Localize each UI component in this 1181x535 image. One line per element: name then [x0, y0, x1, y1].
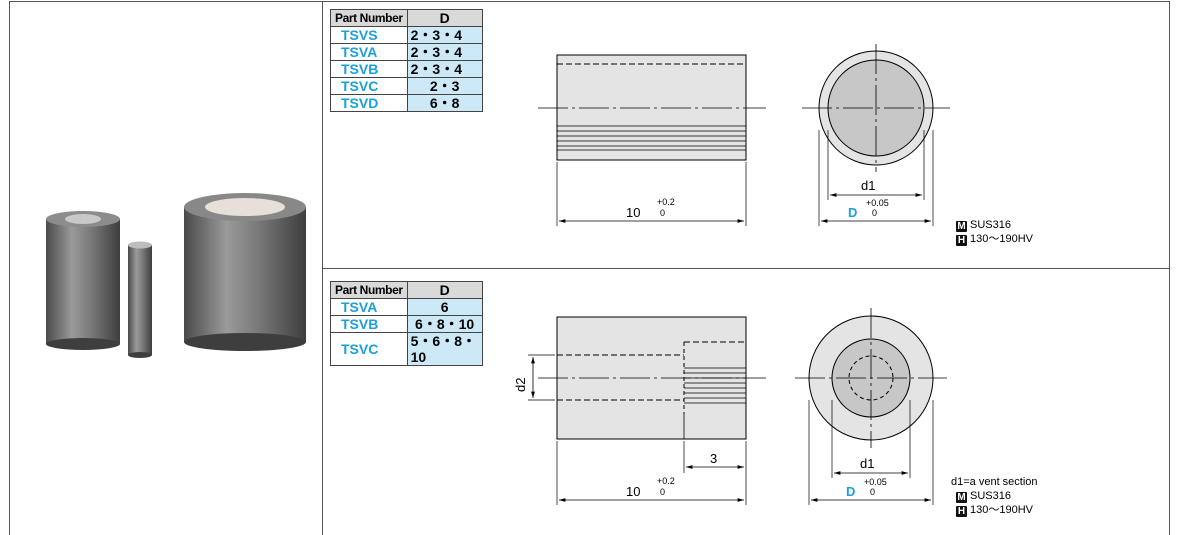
side-view-top: 10 +0.2 0	[538, 54, 766, 226]
part-number-cell: TSVD	[330, 94, 408, 112]
d2-label: d2	[513, 378, 528, 392]
cylinder-large	[184, 193, 306, 351]
d-label-bottom: D	[846, 484, 855, 499]
header-part-number: Part Number	[330, 281, 408, 299]
drawing-top: 10 +0.2 0 d1 D +0.05 0	[538, 44, 950, 226]
product-photo	[46, 193, 306, 358]
material-value: SUS316	[970, 490, 1011, 502]
part-number-cell: TSVA	[330, 298, 408, 316]
table-header: Part Number D	[330, 281, 483, 299]
drawing-bottom: d2 3 10 +0.2 0 d1 D +0.05 0	[513, 308, 947, 505]
material-badge-icon: M	[956, 492, 967, 503]
d-value-cell: 6・8	[406, 94, 483, 112]
hardness-badge-icon: H	[956, 235, 967, 246]
d1-label-bottom: d1	[860, 456, 874, 471]
length-tol-lower-top: 0	[660, 208, 665, 218]
d-value-cell: 2・3・4	[406, 60, 483, 78]
end-view-top: d1 D +0.05 0	[802, 44, 950, 226]
hardness-badge-icon: H	[956, 506, 967, 517]
table-header: Part Number D	[330, 9, 483, 27]
header-part-number: Part Number	[330, 9, 408, 27]
side-view-bottom: d2 3 10 +0.2 0	[513, 316, 766, 505]
d-value-cell: 2・3・4	[406, 43, 483, 61]
header-d: D	[406, 9, 483, 27]
step-dim: 3	[710, 451, 717, 466]
part-number-cell: TSVB	[330, 60, 408, 78]
hardness-value: 130～190HV	[970, 233, 1033, 245]
cylinder-small	[46, 211, 120, 350]
end-view-bottom: d1 D +0.05 0	[795, 308, 947, 505]
d-value-cell: 6・8・10	[406, 315, 483, 333]
d-tol-lower-top: 0	[872, 208, 877, 218]
material-badge-icon: M	[956, 221, 967, 232]
d-tol-lower-bottom: 0	[870, 487, 875, 497]
length-dim-top: 10	[626, 205, 640, 220]
d-tol-upper-top: +0.05	[866, 198, 889, 208]
pin-thin	[128, 241, 152, 358]
hardness-value: 130～190HV	[970, 504, 1033, 516]
d-value-cell: 2・3	[406, 77, 483, 95]
part-number-cell: TSVC	[330, 77, 408, 95]
part-number-cell: TSVS	[330, 26, 408, 44]
material-value: SUS316	[970, 219, 1011, 231]
length-tol-lower-bottom: 0	[660, 487, 665, 497]
d-value-cell: 2・3・4	[406, 26, 483, 44]
d-tol-upper-bottom: +0.05	[864, 477, 887, 487]
d-value-cell: 5・6・8・10	[406, 332, 483, 366]
d-label-top: D	[848, 205, 857, 220]
row-divider	[322, 268, 1170, 269]
length-tol-upper-top: +0.2	[657, 197, 675, 207]
length-tol-upper-bottom: +0.2	[657, 476, 675, 486]
vent-note: d1=a vent section	[951, 476, 1038, 488]
length-dim-bottom: 10	[626, 484, 640, 499]
d1-label-top: d1	[861, 178, 875, 193]
part-number-cell: TSVC	[330, 332, 408, 366]
